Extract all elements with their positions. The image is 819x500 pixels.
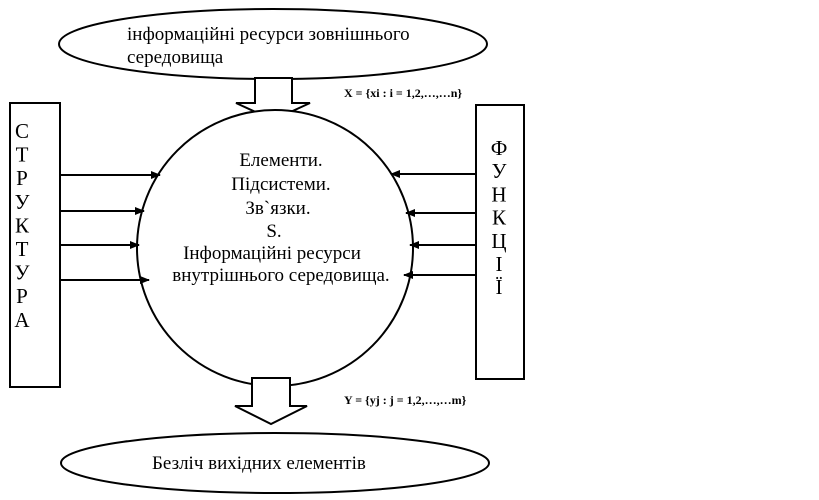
circle-line-subsystems: Підсистеми. — [231, 174, 330, 195]
structure-arrows — [60, 171, 161, 284]
input-set-formula: X = {xi : i = 1,2,…,…n} — [344, 86, 462, 100]
output-set-formula: Y = {yj : j = 1,2,…,…m} — [344, 393, 467, 407]
structure-letter: Т — [16, 143, 29, 167]
structure-letter: А — [14, 308, 30, 332]
output-elements-ellipse: Безліч вихідних елементів — [60, 432, 490, 494]
structure-letter: К — [15, 213, 30, 237]
functions-letter: Ї — [496, 275, 503, 299]
external-resources-label-line1: інформаційні ресурси зовнішнього — [127, 24, 410, 45]
structure-letter: Р — [16, 284, 28, 308]
function-arrows — [390, 170, 476, 279]
external-resources-ellipse: інформаційні ресурси зовнішнього середов… — [58, 8, 488, 80]
circle-line-elements: Елементи. — [239, 150, 322, 171]
output-block-arrow — [234, 377, 308, 426]
functions-letter: Ф — [491, 136, 508, 160]
structure-letter: У — [15, 190, 30, 214]
output-elements-label: Безліч вихідних елементів — [152, 453, 366, 474]
circle-line-s: S. — [266, 221, 281, 242]
structure-letter: У — [15, 261, 30, 285]
structure-letter: Т — [16, 237, 29, 261]
functions-letter: К — [492, 206, 507, 230]
circle-line-internal-resources: Інформаційні ресурси — [183, 243, 361, 264]
system-circle: Елементи. Підсистеми. Зв`язки. S. Інформ… — [136, 109, 414, 387]
structure-letter: Р — [16, 166, 28, 190]
functions-letter: У — [492, 159, 507, 183]
functions-letter: І — [496, 252, 503, 276]
structure-letter: С — [15, 119, 29, 143]
external-resources-label-line2: середовища — [127, 47, 224, 68]
circle-line-internal-environment: внутрішнього середовища. — [172, 265, 389, 286]
functions-letter: Н — [491, 182, 506, 206]
functions-letter: Ц — [491, 229, 506, 253]
circle-line-links: Зв`язки. — [245, 198, 310, 219]
